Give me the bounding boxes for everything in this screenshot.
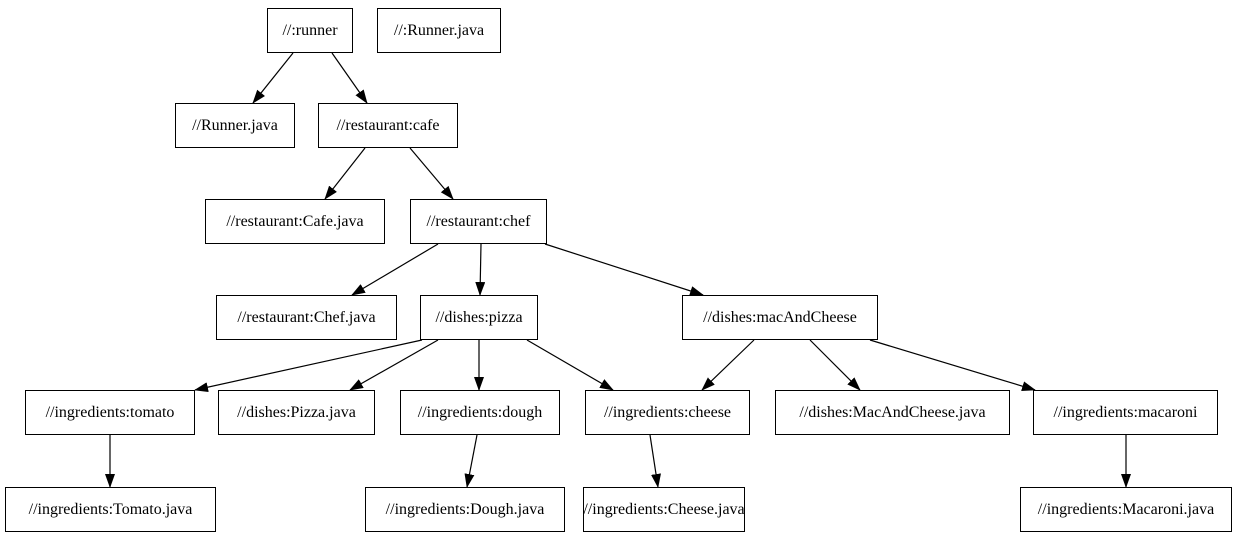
edge-cafe--chef — [409, 147, 454, 200]
node-label-pizza-java: //dishes:Pizza.java — [237, 403, 356, 421]
edge-dough--dough-java — [464, 434, 478, 488]
edge-chef--chef-java — [351, 243, 439, 296]
node-runner-java: //Runner.java — [175, 103, 295, 148]
edge-mac-and-cheese--macaroni — [869, 339, 1036, 392]
edge-chef--mac-and-cheese — [544, 243, 704, 296]
node-cheese: //ingredients:cheese — [585, 390, 750, 435]
node-mac-and-cheese-java: //dishes:MacAndCheese.java — [775, 390, 1010, 435]
edge-pizza--pizza-java — [349, 339, 439, 391]
node-pizza-java: //dishes:Pizza.java — [218, 390, 375, 435]
edge-chef--pizza — [475, 243, 486, 296]
edge-runner--cafe — [331, 52, 368, 104]
node-label-dough-java: //ingredients:Dough.java — [385, 500, 545, 518]
node-label-runner-java-top: //:Runner.java — [393, 21, 485, 39]
node-mac-and-cheese: //dishes:macAndCheese — [682, 295, 878, 340]
node-dough-java: //ingredients:Dough.java — [365, 487, 565, 532]
node-label-tomato: //ingredients:tomato — [45, 403, 175, 421]
node-label-cafe: //restaurant:cafe — [336, 116, 440, 134]
node-label-cafe-java: //restaurant:Cafe.java — [226, 212, 364, 230]
edge-mac-and-cheese--cheese — [701, 339, 755, 391]
node-label-cheese: //ingredients:cheese — [603, 403, 732, 421]
node-label-mac-and-cheese-java: //dishes:MacAndCheese.java — [799, 403, 986, 421]
node-tomato-java: //ingredients:Tomato.java — [5, 487, 216, 532]
node-runner-java-top: //:Runner.java — [377, 8, 501, 53]
node-label-chef-java: //restaurant:Chef.java — [237, 308, 376, 326]
edge-cheese--cheese-java — [649, 434, 661, 488]
node-label-runner-java: //Runner.java — [192, 116, 278, 134]
node-label-mac-and-cheese: //dishes:macAndCheese — [703, 308, 857, 326]
node-macaroni: //ingredients:macaroni — [1033, 390, 1218, 435]
node-label-cheese-java: //ingredients:Cheese.java — [583, 500, 745, 518]
node-runner: //:runner — [267, 8, 353, 53]
node-label-runner: //:runner — [282, 21, 338, 39]
node-tomato: //ingredients:tomato — [25, 390, 195, 435]
node-label-macaroni-java: //ingredients:Macaroni.java — [1037, 500, 1215, 518]
edge-pizza--cheese — [526, 339, 614, 391]
edge-runner--runner-java — [252, 52, 294, 104]
node-cafe: //restaurant:cafe — [318, 103, 458, 148]
edge-mac-and-cheese--mac-and-cheese-java — [809, 339, 861, 391]
node-chef: //restaurant:chef — [410, 199, 547, 244]
edge-cafe--cafe-java — [324, 147, 366, 200]
node-chef-java: //restaurant:Chef.java — [216, 295, 397, 340]
node-label-dough: //ingredients:dough — [417, 403, 543, 421]
node-label-macaroni: //ingredients:macaroni — [1053, 403, 1198, 421]
node-label-pizza: //dishes:pizza — [435, 308, 523, 326]
node-label-tomato-java: //ingredients:Tomato.java — [28, 500, 193, 518]
node-dough: //ingredients:dough — [400, 390, 560, 435]
node-macaroni-java: //ingredients:Macaroni.java — [1020, 487, 1232, 532]
node-pizza: //dishes:pizza — [420, 295, 538, 340]
node-label-chef: //restaurant:chef — [426, 212, 531, 230]
edge-pizza--tomato — [194, 339, 423, 393]
node-cheese-java: //ingredients:Cheese.java — [583, 487, 745, 532]
node-cafe-java: //restaurant:Cafe.java — [205, 199, 385, 244]
